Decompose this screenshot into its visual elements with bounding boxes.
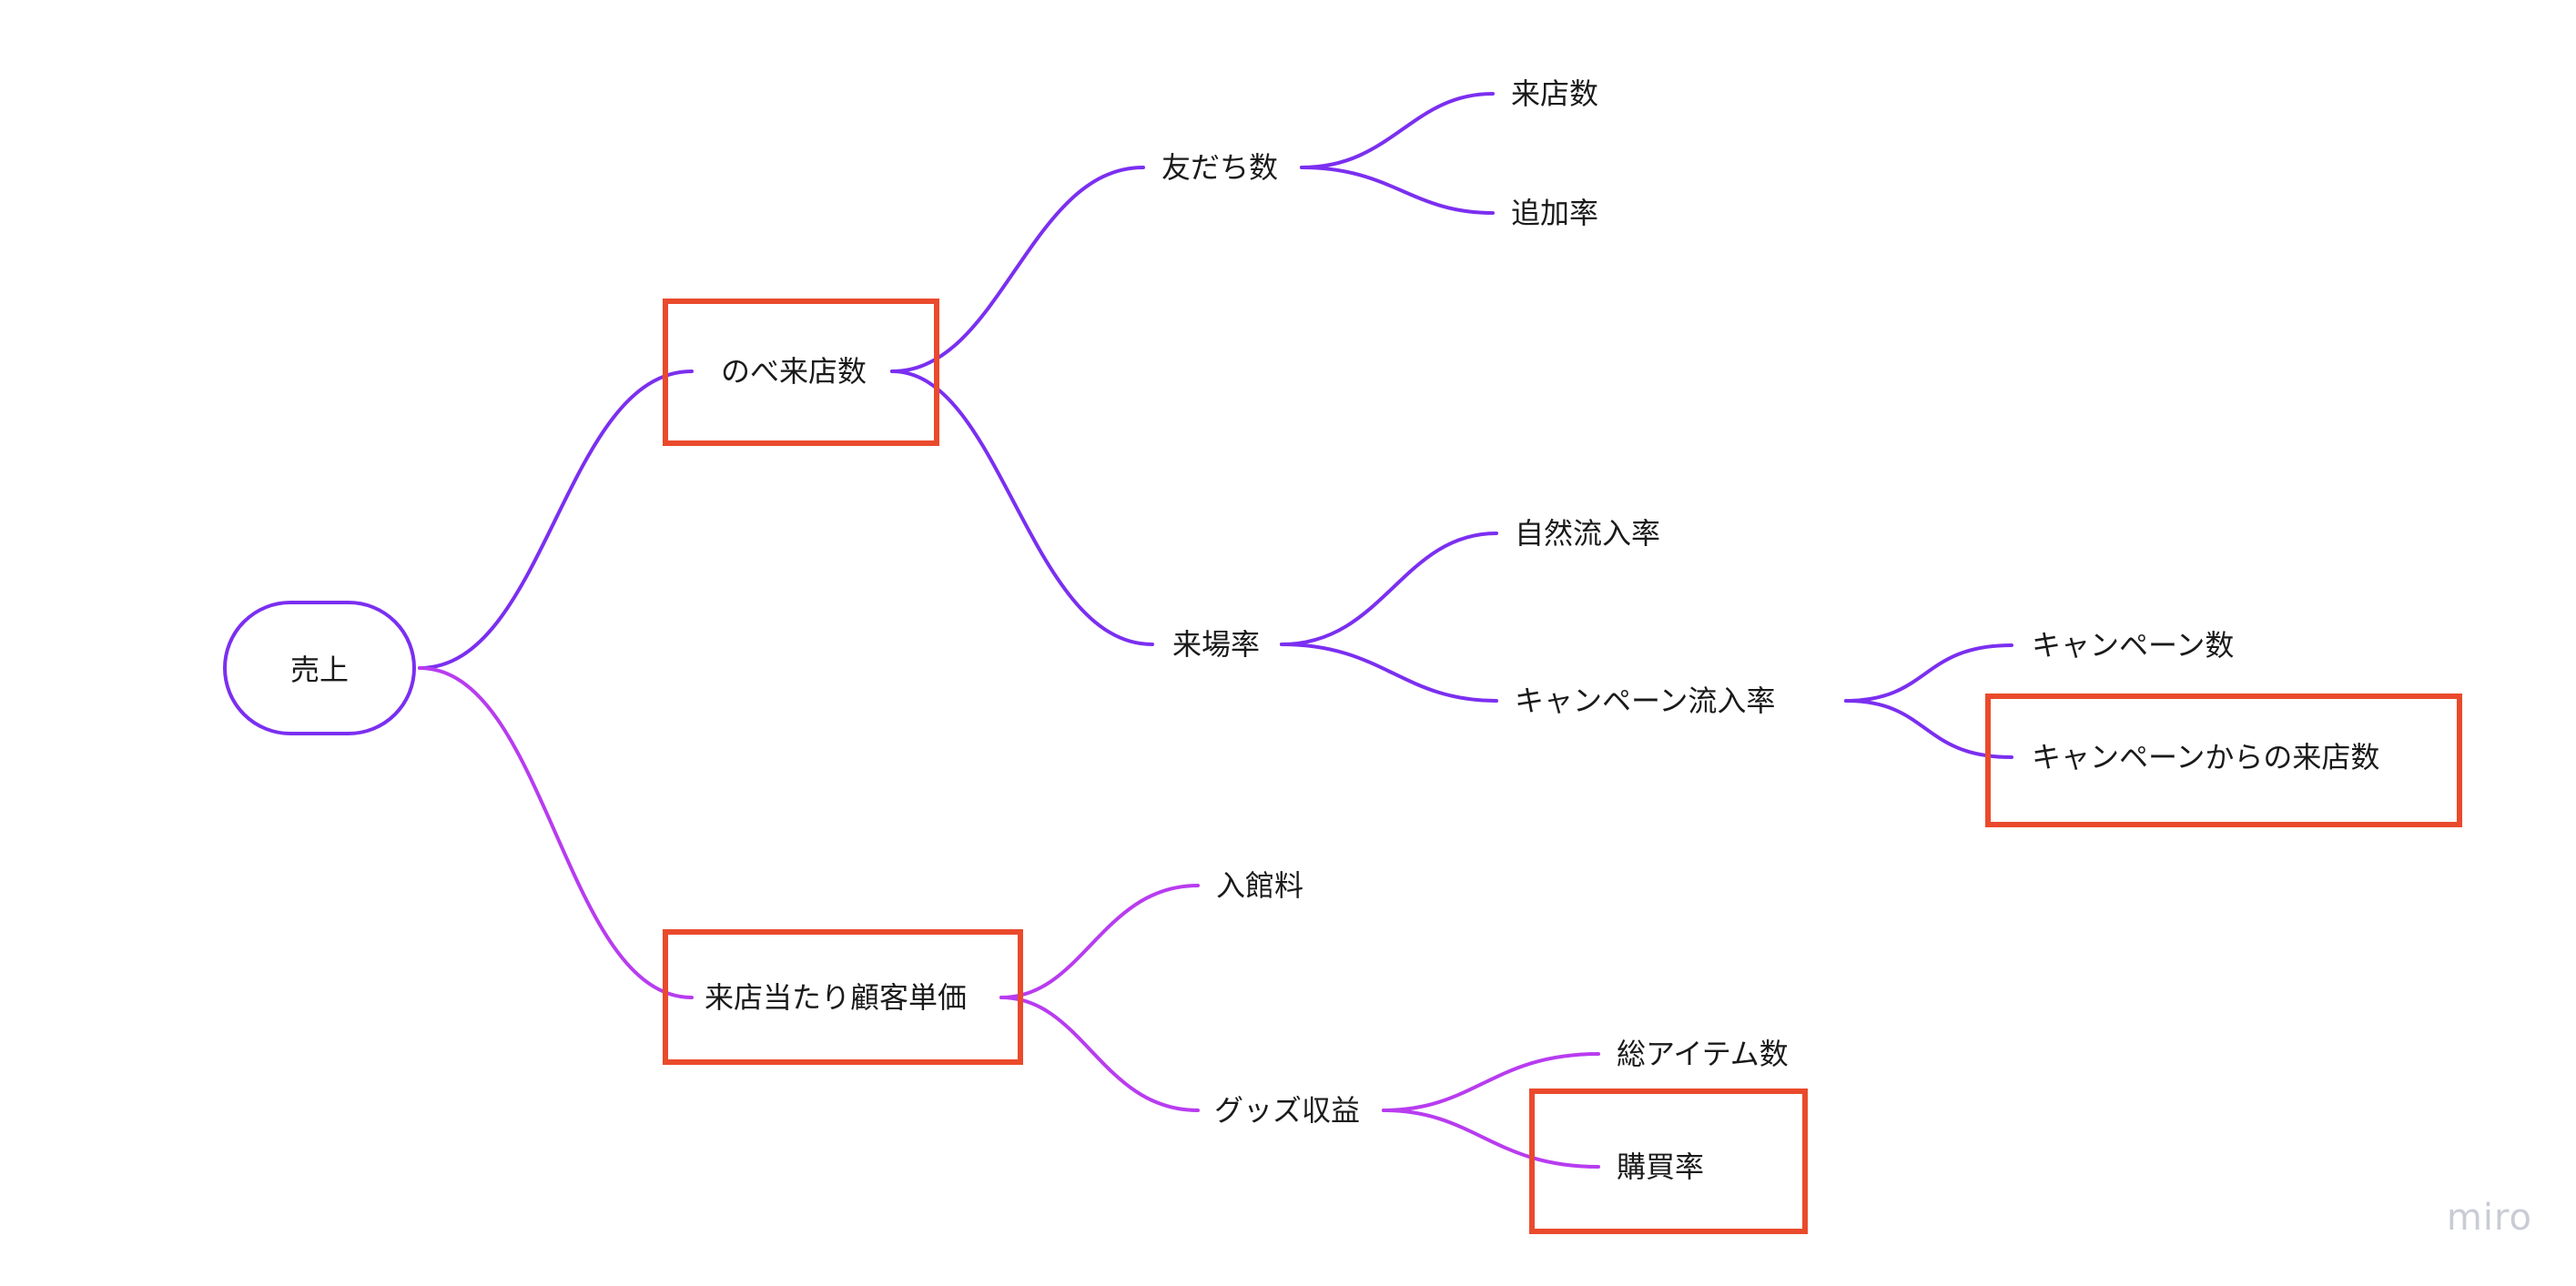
connector-raijo-shizen	[1280, 532, 1498, 646]
node-campaign-count[interactable]: キャンペーン数	[2032, 628, 2235, 663]
node-goods[interactable]: グッズ収益	[1214, 1093, 1361, 1128]
root-node-label: 売上	[289, 653, 349, 687]
miro-watermark: miro	[2446, 1197, 2532, 1239]
node-kobai[interactable]: 購買率	[1617, 1149, 1705, 1184]
connector-tanka-nyukan	[999, 884, 1200, 999]
node-campaign-inflow[interactable]: キャンペーン流入率	[1515, 684, 1776, 718]
connector-tomodachi-tsuika	[1300, 166, 1495, 215]
connector-raijo-campaign	[1280, 643, 1498, 703]
node-raijo[interactable]: 来場率	[1172, 627, 1261, 662]
node-shizen[interactable]: 自然流入率	[1515, 516, 1661, 551]
connector-tomodachi-raiten	[1300, 92, 1495, 169]
connector-goods-items	[1382, 1052, 1600, 1112]
node-tomodachi[interactable]: 友だち数	[1161, 150, 1279, 185]
highlight-box-nobe	[663, 299, 939, 446]
connector-root-tanka	[418, 666, 694, 999]
highlight-box-campaign-visits	[1985, 694, 2462, 827]
node-tsuika[interactable]: 追加率	[1511, 196, 1599, 230]
node-nyukan[interactable]: 入館料	[1216, 868, 1304, 903]
node-nobe[interactable]: のべ来店数	[721, 354, 867, 389]
connector-campaign-count	[1844, 643, 2013, 703]
highlight-box-tanka	[663, 929, 1023, 1065]
node-items[interactable]: 総アイテム数	[1617, 1037, 1789, 1071]
connector-root-nobe	[418, 370, 694, 670]
root-node[interactable]: 売上	[223, 601, 416, 735]
connector-campaign-visits	[1844, 699, 2013, 759]
connector-tanka-goods	[999, 996, 1200, 1112]
highlight-box-kobai	[1529, 1089, 1808, 1234]
connector-nobe-raijo	[890, 370, 1154, 646]
connector-goods-kobai	[1382, 1109, 1600, 1169]
node-raiten[interactable]: 来店数	[1511, 76, 1599, 111]
node-campaign-visits[interactable]: キャンペーンからの来店数	[2032, 740, 2380, 775]
node-tanka[interactable]: 来店当たり顧客単価	[705, 980, 968, 1015]
connector-nobe-tomodachi	[890, 166, 1145, 373]
